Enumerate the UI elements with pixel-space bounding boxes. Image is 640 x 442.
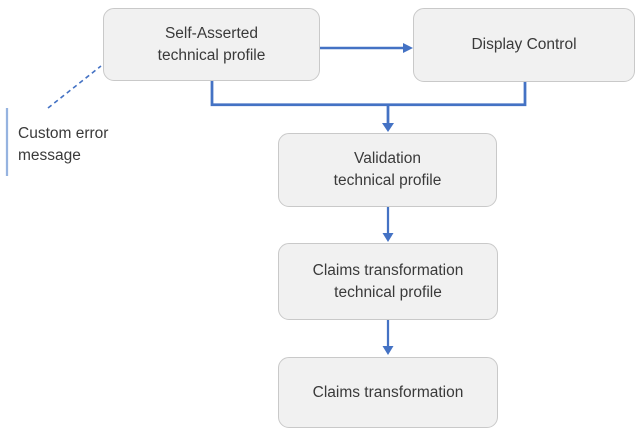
arrowhead-icon <box>382 123 394 132</box>
edge-claims-tp-to-claims-transformation <box>382 320 394 355</box>
edge-self-asserted-to-display-control <box>320 43 413 53</box>
arrowhead-icon <box>382 233 394 242</box>
node-label: Claims transformation technical profile <box>312 261 464 301</box>
node-claims-transformation-technical-profile: Claims transformation technical profile <box>278 243 498 320</box>
annotation-custom-error-message: Custom error message <box>18 125 109 164</box>
arrowhead-icon <box>403 43 413 53</box>
arrowhead-icon <box>382 346 394 355</box>
node-label: Validation technical profile <box>333 150 442 189</box>
node-claims-transformation: Claims transformation <box>278 357 498 428</box>
edge-merge-to-validation <box>210 81 527 132</box>
node-label: Display Control <box>471 36 577 53</box>
annotation-dashed-connector <box>47 65 102 109</box>
node-display-control: Display Control <box>413 8 635 82</box>
node-label: Claims transformation <box>312 383 464 401</box>
node-validation-technical-profile: Validation technical profile <box>278 133 497 207</box>
node-label: Self-Asserted technical profile <box>157 24 266 64</box>
edge-validation-to-claims-transformation-tp <box>382 207 394 242</box>
node-self-asserted-technical-profile: Self-Asserted technical profile <box>103 8 320 81</box>
